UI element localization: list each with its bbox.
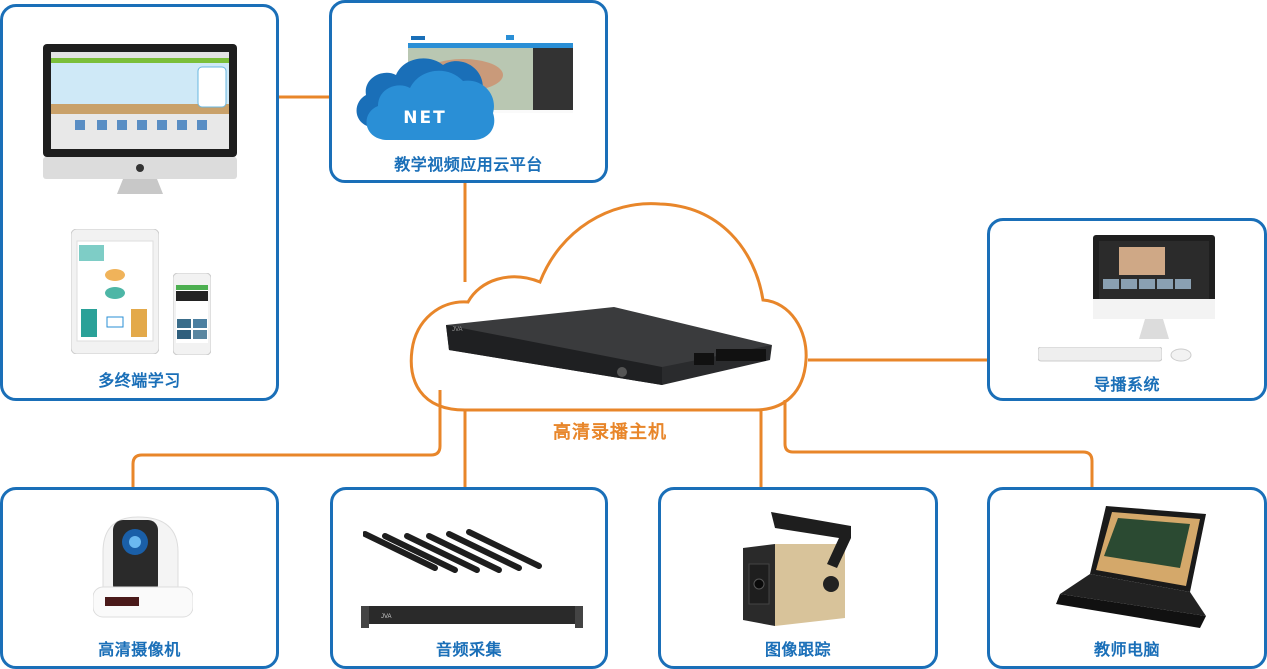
- tracking-camera-icon: [741, 508, 861, 630]
- hd-camera-label: 高清摄像机: [98, 640, 181, 659]
- multi-terminal-label: 多终端学习: [98, 371, 181, 390]
- connector-host-to-camera: [131, 390, 442, 488]
- connector-host-to-teacher: [783, 400, 1094, 488]
- all-in-one-pc-icon: [1093, 235, 1215, 345]
- director-system-label: 导播系统: [1093, 375, 1160, 394]
- node-director-system[interactable]: 导播系统: [987, 218, 1267, 401]
- microphone-icon: [362, 528, 583, 588]
- desktop-monitor-icon: [43, 44, 237, 197]
- laptop-icon: [1030, 504, 1210, 634]
- cloud-icon: NET: [348, 43, 498, 143]
- node-teacher-pc[interactable]: 教师电脑: [987, 487, 1267, 669]
- audio-capture-label: 音频采集: [435, 640, 502, 659]
- image-tracking-label: 图像跟踪: [764, 640, 831, 659]
- cloud-platform-label: 教学视频应用云平台: [394, 155, 543, 174]
- node-image-tracking[interactable]: 图像跟踪: [658, 487, 938, 669]
- keyboard-icon: [1037, 346, 1163, 363]
- ptz-camera-icon: [92, 512, 194, 622]
- audio-processor-icon: JVA: [361, 600, 583, 630]
- node-multi-terminal[interactable]: 多终端学习: [0, 4, 279, 401]
- host-cloud-outline: [409, 202, 808, 412]
- mouse-icon: [1170, 347, 1192, 362]
- svg-text:JVA: JVA: [452, 327, 463, 333]
- node-audio-capture[interactable]: JVA 音频采集: [330, 487, 608, 669]
- teacher-pc-label: 教师电脑: [1093, 640, 1160, 659]
- recording-host-device: JVA: [444, 305, 774, 395]
- smartphone-icon: [172, 272, 212, 356]
- svg-text:JVA: JVA: [381, 614, 392, 620]
- tablet-icon: [70, 228, 160, 355]
- node-cloud-platform[interactable]: NET 教学视频应用云平台: [329, 0, 608, 183]
- node-hd-camera[interactable]: 高清摄像机: [0, 487, 279, 669]
- host-label: 高清录播主机: [553, 422, 667, 443]
- net-badge: NET: [403, 108, 447, 128]
